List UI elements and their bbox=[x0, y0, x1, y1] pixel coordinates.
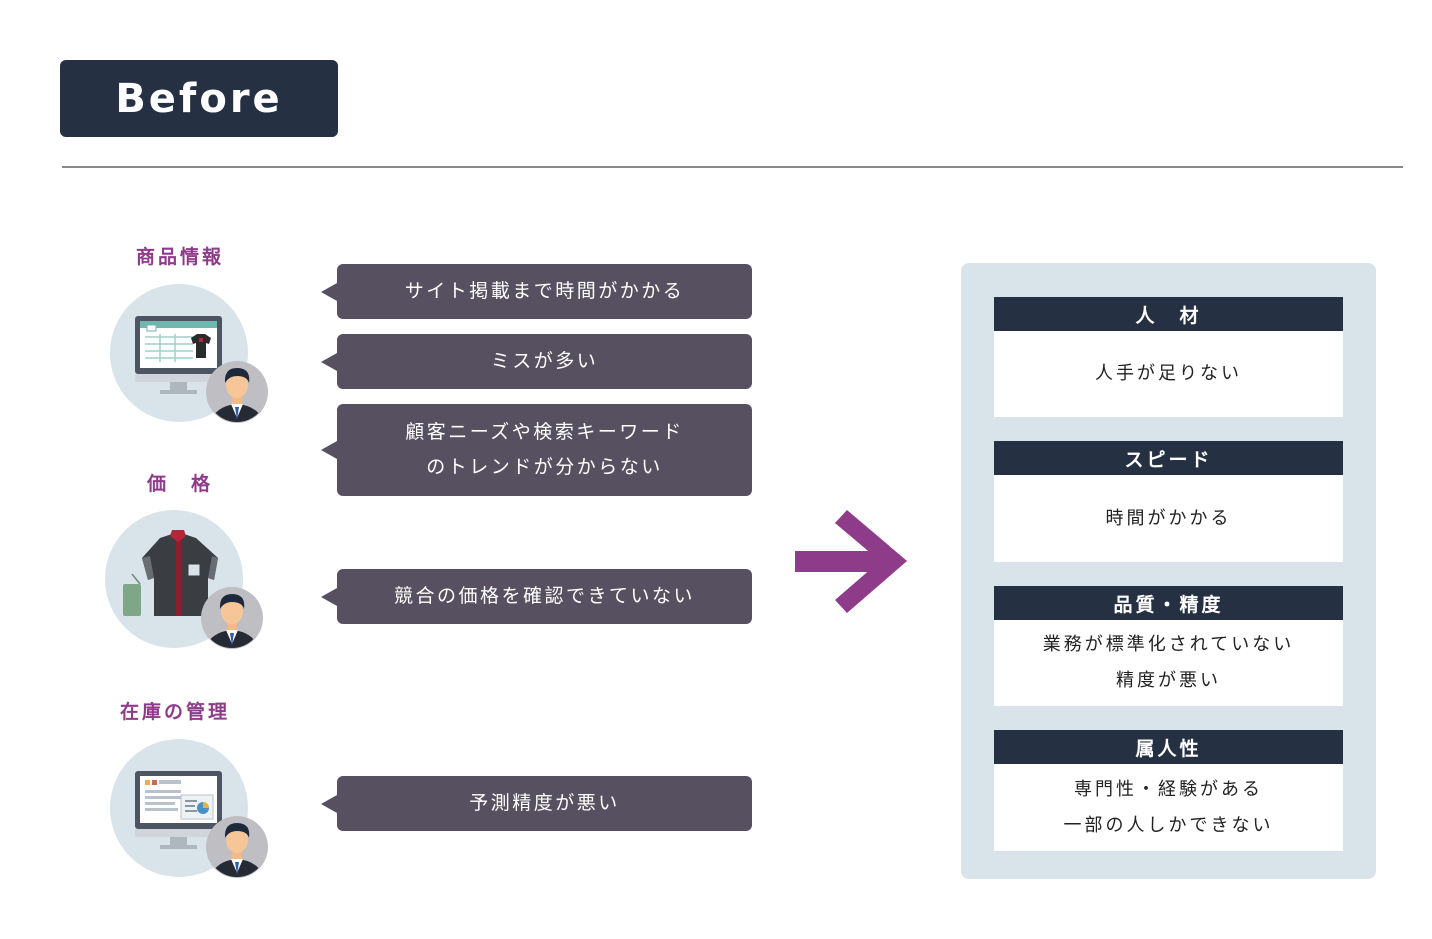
card-heading: 属人性 bbox=[994, 730, 1343, 764]
category-label-product-info: 商品情報 bbox=[135, 246, 224, 268]
card-body: 専門性・経験がある 一部の人しかできない bbox=[994, 764, 1343, 851]
issue-text: ミスが多い bbox=[490, 350, 599, 372]
page-title: Before bbox=[60, 60, 338, 137]
businessman-avatar-icon bbox=[201, 587, 263, 649]
summary-card-speed: スピード 時間がかかる bbox=[994, 441, 1343, 562]
issue-bubble: 予測精度が悪い bbox=[321, 776, 752, 831]
card-body: 時間がかかる bbox=[994, 475, 1343, 562]
card-body: 業務が標準化されていない 精度が悪い bbox=[994, 620, 1343, 706]
issue-bubble: 競合の価格を確認できていない bbox=[321, 569, 752, 624]
category-label-inventory: 在庫の管理 bbox=[119, 701, 230, 723]
category-label-price: 価 格 bbox=[146, 473, 213, 495]
card-heading: スピード bbox=[994, 441, 1343, 475]
issue-bubble: サイト掲載まで時間がかかる bbox=[321, 264, 752, 319]
card-text: 人手が足りない bbox=[1095, 363, 1242, 384]
issue-text: 予測精度が悪い bbox=[469, 792, 620, 814]
divider bbox=[62, 166, 1403, 168]
card-heading: 品質・精度 bbox=[994, 586, 1343, 620]
businessman-avatar-icon bbox=[206, 816, 268, 878]
issue-text: 顧客ニーズや検索キーワード bbox=[405, 421, 684, 443]
monitor-spreadsheet-icon bbox=[110, 284, 268, 423]
right-arrow-icon bbox=[795, 510, 907, 613]
card-text: 一部の人しかできない bbox=[1063, 814, 1274, 836]
card-heading: 人 材 bbox=[994, 297, 1343, 331]
issue-text: 競合の価格を確認できていない bbox=[393, 585, 695, 607]
summary-card-quality: 品質・精度 業務が標準化されていない 精度が悪い bbox=[994, 586, 1343, 706]
issue-bubble: 顧客ニーズや検索キーワード のトレンドが分からない bbox=[321, 404, 752, 496]
businessman-avatar-icon bbox=[206, 361, 268, 423]
card-text: 時間がかかる bbox=[1105, 507, 1232, 529]
card-text: 精度が悪い bbox=[1116, 670, 1221, 691]
card-text: 業務が標準化されていない bbox=[1042, 634, 1295, 655]
issue-text: サイト掲載まで時間がかかる bbox=[404, 280, 685, 302]
card-body: 人手が足りない bbox=[994, 331, 1343, 417]
summary-card-human-resources: 人 材 人手が足りない bbox=[994, 297, 1343, 417]
issue-bubble: ミスが多い bbox=[321, 334, 752, 389]
issue-text: のトレンドが分からない bbox=[426, 456, 663, 478]
card-text: 専門性・経験がある bbox=[1074, 778, 1263, 800]
monitor-dashboard-icon bbox=[110, 739, 268, 878]
shirt-price-tag-icon bbox=[105, 510, 263, 649]
summary-card-dependency: 属人性 専門性・経験がある 一部の人しかできない bbox=[994, 730, 1343, 851]
